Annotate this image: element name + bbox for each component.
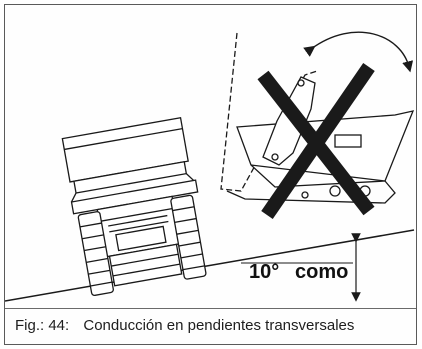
left-track xyxy=(77,211,114,297)
curved-double-arrow-icon xyxy=(303,31,414,73)
figure-frame: 10° como xyxy=(4,4,417,345)
angle-word-label: como xyxy=(295,261,348,283)
machine-base xyxy=(226,180,396,204)
figure-number: Fig.: 44: xyxy=(15,317,70,334)
lift-arm xyxy=(262,76,316,166)
figure-caption-text: Conducción en pendientes transversales xyxy=(83,317,355,334)
right-track xyxy=(170,194,207,280)
tracked-dumper-vehicle xyxy=(61,117,207,297)
figure-caption: Fig.: 44: Conducción en pendientes trans… xyxy=(15,317,354,334)
angle-value-label: 10° xyxy=(249,261,279,283)
slope-line xyxy=(5,229,415,302)
caption-divider xyxy=(5,308,416,309)
figure-illustration: 10° como xyxy=(5,31,415,302)
cross-out-x-icon xyxy=(257,63,375,219)
skip-side-view xyxy=(220,32,415,204)
dashed-raised-skip xyxy=(220,32,318,192)
